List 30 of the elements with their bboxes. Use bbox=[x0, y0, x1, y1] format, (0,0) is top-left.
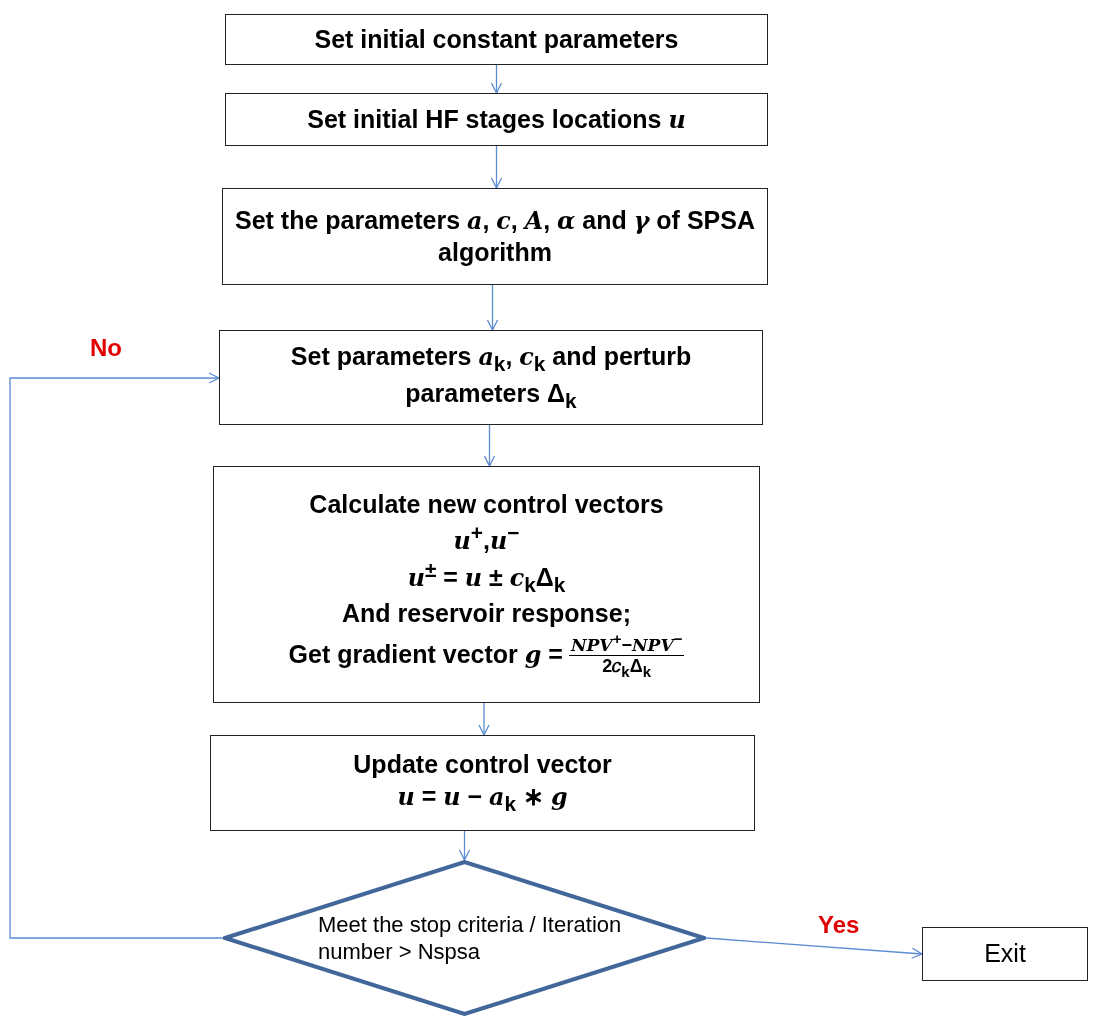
box-text: Meet the stop criteria / Iteration number > Nspsa bbox=[318, 910, 623, 966]
process-box bbox=[222, 188, 768, 285]
box-text: Update control vector bbox=[353, 749, 612, 781]
arrow bbox=[9, 372, 224, 939]
formula-text: u$^{+}$,u$^{−}$ bbox=[453, 520, 520, 558]
formula-text: And reservoir response; bbox=[342, 598, 631, 630]
box-text: Set the parameters a, c, A, α and γ of SPSA algorithm bbox=[234, 205, 756, 268]
formula-text: Get gradient vector g = bbox=[288, 639, 563, 671]
process-box bbox=[225, 93, 768, 146]
box-text: Set initial HF stages locations u bbox=[307, 103, 686, 136]
arrow bbox=[486, 284, 499, 331]
process-box bbox=[213, 466, 760, 703]
arrow bbox=[705, 937, 923, 959]
fraction-denominator: 2𝑐$_{k}$Δ$_{k}$ bbox=[601, 656, 652, 681]
process-box bbox=[219, 330, 763, 425]
box-text: Calculate new control vectors bbox=[309, 488, 664, 520]
decision-diamond bbox=[223, 860, 706, 1016]
arrow bbox=[490, 145, 503, 189]
process-box bbox=[922, 927, 1088, 981]
formula-text: u$^{±}$ = u ± c$_{k}$Δ$_{k}$ bbox=[407, 557, 566, 599]
arrow bbox=[478, 702, 490, 736]
process-box bbox=[225, 14, 768, 65]
box-text: Exit bbox=[984, 938, 1026, 970]
process-box bbox=[210, 735, 755, 831]
box-text: Set parameters a$_{k}$, c$_{k}$ and perturb parameters Δ$_{k}$ bbox=[289, 341, 693, 414]
formula-text: u = u − a$_{k}$ ∗ g bbox=[397, 780, 568, 817]
arrow bbox=[458, 830, 471, 861]
box-text: Set initial constant parameters bbox=[314, 23, 679, 55]
arrow bbox=[490, 64, 503, 94]
arrow bbox=[483, 424, 496, 467]
